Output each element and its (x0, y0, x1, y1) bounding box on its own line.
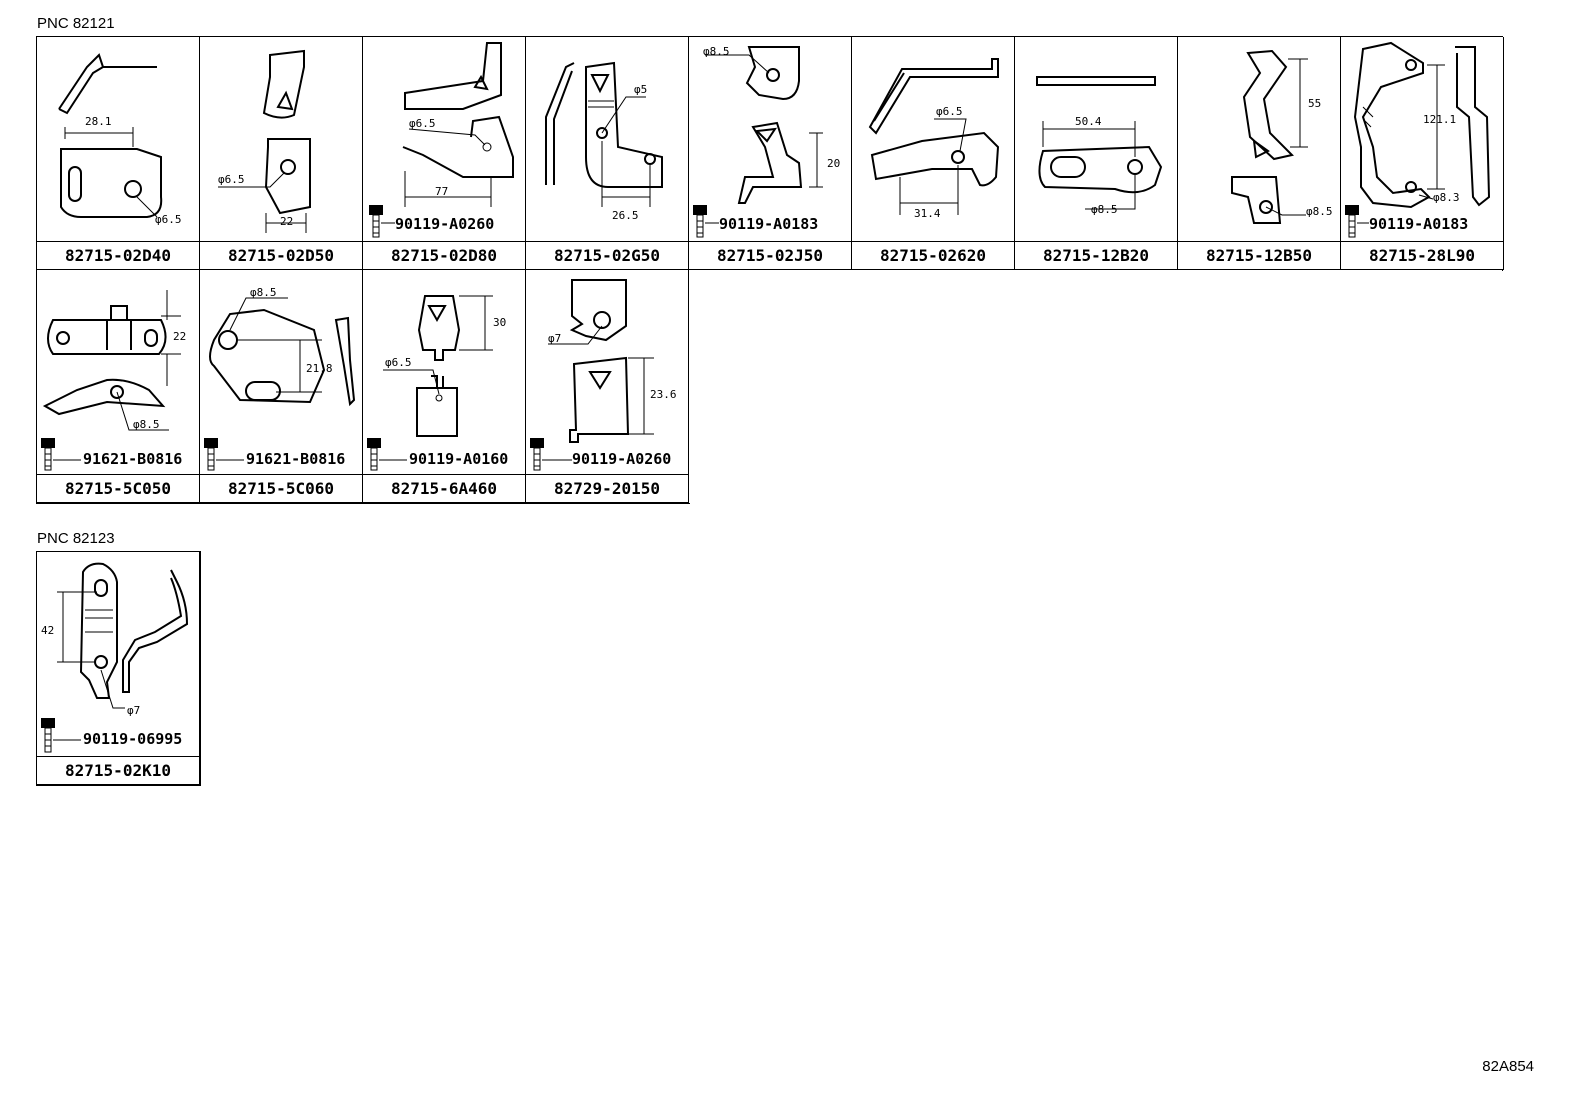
bolt-part-number[interactable]: 90119-A0183 (1369, 215, 1469, 233)
dim-label: 21.8 (306, 362, 333, 375)
bolt-part-number[interactable]: 90119-06995 (83, 730, 183, 748)
dim-label: 77 (435, 185, 448, 198)
bolt-part-number[interactable]: 90119-A0260 (572, 450, 672, 468)
part-cell[interactable]: φ6.5 77 90119-A0260 82715-02D80 (363, 37, 526, 270)
bolt-icon (204, 438, 218, 471)
part-cell[interactable]: 30 φ6.5 90119-A0160 82715-6A460 (363, 270, 526, 503)
dim-label: φ7 (127, 704, 140, 717)
dim-label: 30 (493, 316, 506, 329)
bolt-part-number[interactable]: 91621-B0816 (246, 450, 346, 468)
dim-label: 31.4 (914, 207, 941, 220)
parts-grid-82123: 42 φ7 90119-06995 82715-02K10 (36, 551, 201, 786)
dim-label: 50.4 (1075, 115, 1102, 128)
bolt-icon (369, 205, 383, 238)
part-cell[interactable]: 50.4 φ8.5 82715-12B20 (1015, 37, 1178, 270)
part-number[interactable]: 82715-5C050 (37, 474, 199, 502)
bolt-icon (530, 438, 544, 471)
part-cell[interactable]: φ5 26.5 82715-02G50 (526, 37, 689, 270)
bracket-drawing: φ5 26.5 (545, 61, 663, 222)
part-number[interactable]: 82715-02620 (852, 241, 1014, 269)
dim-label: φ8.5 (1091, 203, 1118, 216)
part-number[interactable]: 82715-02J50 (689, 241, 851, 269)
bracket-drawing: φ6.5 22 (218, 49, 311, 233)
bracket-drawing: φ7 23.6 (530, 279, 677, 471)
part-cell[interactable]: 42 φ7 90119-06995 82715-02K10 (37, 552, 200, 785)
dim-label: 22 (280, 215, 293, 228)
bracket-drawing: 30 φ6.5 (367, 295, 506, 471)
dim-label: 55 (1308, 97, 1321, 110)
bracket-drawing: 55 φ8.5 (1231, 49, 1333, 224)
dim-label: 42 (41, 624, 54, 637)
dim-label: φ7 (548, 332, 561, 345)
part-cell[interactable]: 28.1 φ6.5 82715-02D40 (37, 37, 200, 270)
bolt-icon (367, 438, 381, 471)
bolt-part-number[interactable]: 90119-A0183 (719, 215, 819, 233)
part-cell[interactable]: φ7 23.6 90119-A0260 82729-20150 (526, 270, 689, 503)
part-cell[interactable]: φ8.5 20 90119-A0183 82715-02J50 (689, 37, 852, 270)
bracket-drawing: φ6.5 77 (369, 42, 514, 238)
dim-label: 121.1 (1423, 113, 1456, 126)
part-number[interactable]: 82729-20150 (526, 474, 688, 502)
bracket-drawing: φ6.5 31.4 (868, 58, 1000, 220)
part-number[interactable]: 82715-02D40 (37, 241, 199, 269)
drawing-code: 82A854 (1482, 1058, 1534, 1075)
dim-label: φ8.5 (1306, 205, 1333, 218)
dim-label: 26.5 (612, 209, 639, 222)
pnc-label-82121: PNC 82121 (37, 15, 115, 32)
dim-label: φ8.5 (133, 418, 160, 431)
dim-label: φ8.3 (1433, 191, 1460, 204)
bracket-drawing: 50.4 φ8.5 (1036, 76, 1163, 216)
part-cell[interactable]: φ6.5 22 82715-02D50 (200, 37, 363, 270)
dim-label: 28.1 (85, 115, 112, 128)
bolt-part-number[interactable]: 90119-A0160 (409, 450, 509, 468)
bolt-icon (693, 205, 707, 238)
bolt-icon (41, 438, 55, 471)
bolt-icon (41, 718, 55, 753)
part-number[interactable]: 82715-02K10 (37, 756, 199, 784)
part-cell[interactable]: 22 φ8.5 91621-B0816 82715-5C050 (37, 270, 200, 503)
part-cell[interactable]: 55 φ8.5 82715-12B50 (1178, 37, 1341, 270)
dim-label: φ8.5 (250, 286, 277, 299)
part-number[interactable]: 82715-6A460 (363, 474, 525, 502)
dim-label: φ6.5 (409, 117, 436, 130)
part-number[interactable]: 82715-02D80 (363, 241, 525, 269)
bracket-drawing: 28.1 φ6.5 (58, 53, 182, 226)
bracket-drawing: 121.1 φ8.3 (1345, 41, 1491, 238)
part-cell[interactable]: 121.1 φ8.3 90119-A0183 82715-28L90 (1341, 37, 1504, 270)
part-cell[interactable]: φ8.5 21.8 91621-B0816 82715-5C060 (200, 270, 363, 503)
dim-label: φ6.5 (155, 213, 182, 226)
dim-label: φ8.5 (703, 45, 730, 58)
bolt-part-number[interactable]: 91621-B0816 (83, 450, 183, 468)
bracket-drawing: φ8.5 20 (693, 45, 840, 238)
bracket-drawing: φ8.5 21.8 (204, 286, 356, 471)
dim-label: 20 (827, 157, 840, 170)
part-number[interactable]: 82715-02G50 (526, 241, 688, 269)
dim-label: φ6.5 (385, 356, 412, 369)
parts-grid-82121: 28.1 φ6.5 82715-02D40 φ6.5 22 82715-02D5… (36, 36, 1504, 504)
grid-blank-area (690, 271, 1520, 511)
part-number[interactable]: 82715-02D50 (200, 241, 362, 269)
dim-label: φ6.5 (218, 173, 245, 186)
part-number[interactable]: 82715-12B20 (1015, 241, 1177, 269)
bracket-drawing: 42 φ7 (41, 562, 189, 753)
dim-label: φ5 (634, 83, 647, 96)
dim-label: φ6.5 (936, 105, 963, 118)
pnc-label-82123: PNC 82123 (37, 530, 115, 547)
part-number[interactable]: 82715-12B50 (1178, 241, 1340, 269)
bracket-drawing: 22 φ8.5 (41, 290, 186, 471)
dim-label: 23.6 (650, 388, 677, 401)
part-number[interactable]: 82715-28L90 (1341, 241, 1503, 269)
part-number[interactable]: 82715-5C060 (200, 474, 362, 502)
bolt-part-number[interactable]: 90119-A0260 (395, 215, 495, 233)
dim-label: 22 (173, 330, 186, 343)
part-cell[interactable]: φ6.5 31.4 82715-02620 (852, 37, 1015, 270)
bolt-icon (1345, 205, 1359, 238)
